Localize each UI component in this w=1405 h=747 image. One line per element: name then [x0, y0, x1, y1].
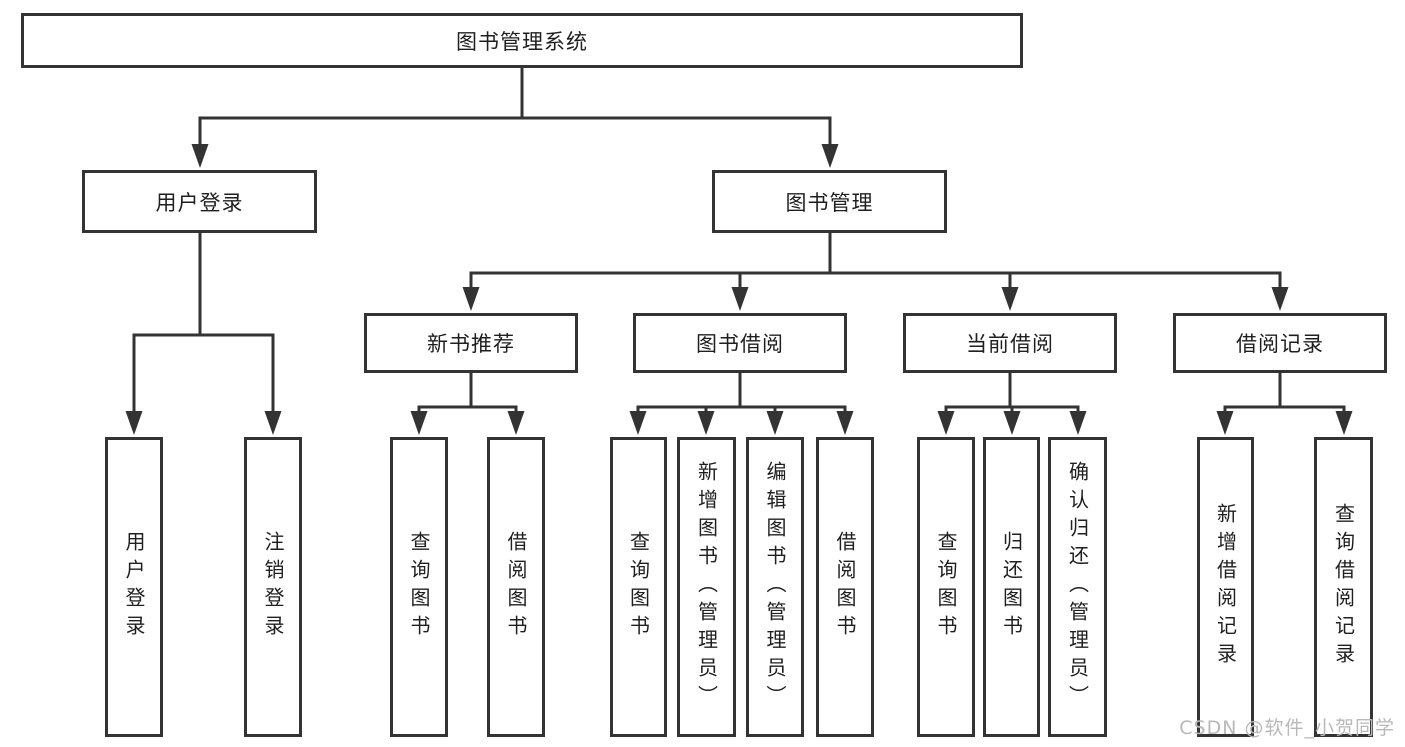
node-library-system: 图书管理系统: [21, 13, 1023, 68]
leaf-query-books-current: 查询图书: [917, 437, 975, 737]
leaf-query-borrow-record-label: 查询借阅记录: [1331, 503, 1356, 671]
leaf-query-books-newrec: 查询图书: [390, 437, 448, 737]
leaf-query-books-current-label: 查询图书: [934, 531, 958, 643]
leaf-edit-books-admin-label: 编辑图书（管理员）: [763, 461, 787, 713]
node-user-login: 用户登录: [82, 170, 317, 233]
leaf-logout-login-label: 注销登录: [261, 531, 285, 643]
leaf-borrow-books-newrec-label: 借阅图书: [504, 531, 528, 643]
node-book-management: 图书管理: [712, 170, 947, 233]
csdn-watermark: CSDN @软件_小贺同学: [1179, 717, 1395, 739]
leaf-user-login-label: 用户登录: [122, 531, 146, 643]
leaf-confirm-return-admin: 确认归还（管理员）: [1048, 437, 1107, 737]
node-new-book-recommend: 新书推荐: [364, 313, 578, 373]
leaf-add-books-admin: 新增图书（管理员）: [677, 437, 736, 737]
leaf-query-borrow-record: 查询借阅记录: [1314, 437, 1373, 737]
leaf-add-borrow-record-label: 新增借阅记录: [1213, 503, 1238, 671]
leaf-add-borrow-record: 新增借阅记录: [1197, 437, 1254, 737]
leaf-query-books-borrow-label: 查询图书: [626, 531, 651, 643]
leaf-edit-books-admin: 编辑图书（管理员）: [746, 437, 804, 737]
leaf-borrow-books-borrow: 借阅图书: [816, 437, 874, 737]
leaf-query-books-newrec-label: 查询图书: [407, 531, 431, 643]
node-current-borrowing: 当前借阅: [903, 313, 1117, 373]
leaf-add-books-admin-label: 新增图书（管理员）: [694, 461, 719, 713]
leaf-borrow-books-borrow-label: 借阅图书: [833, 531, 857, 643]
leaf-confirm-return-admin-label: 确认归还（管理员）: [1065, 461, 1090, 713]
arrowheads: [125, 144, 1353, 435]
node-book-borrowing: 图书借阅: [633, 313, 847, 373]
leaf-borrow-books-newrec: 借阅图书: [487, 437, 545, 737]
node-borrowing-records: 借阅记录: [1173, 313, 1387, 373]
leaf-user-login: 用户登录: [105, 437, 163, 737]
leaf-return-books-label: 归还图书: [999, 531, 1024, 643]
leaf-logout-login: 注销登录: [244, 437, 302, 737]
leaf-return-books: 归还图书: [983, 437, 1040, 737]
leaf-query-books-borrow: 查询图书: [610, 437, 667, 737]
